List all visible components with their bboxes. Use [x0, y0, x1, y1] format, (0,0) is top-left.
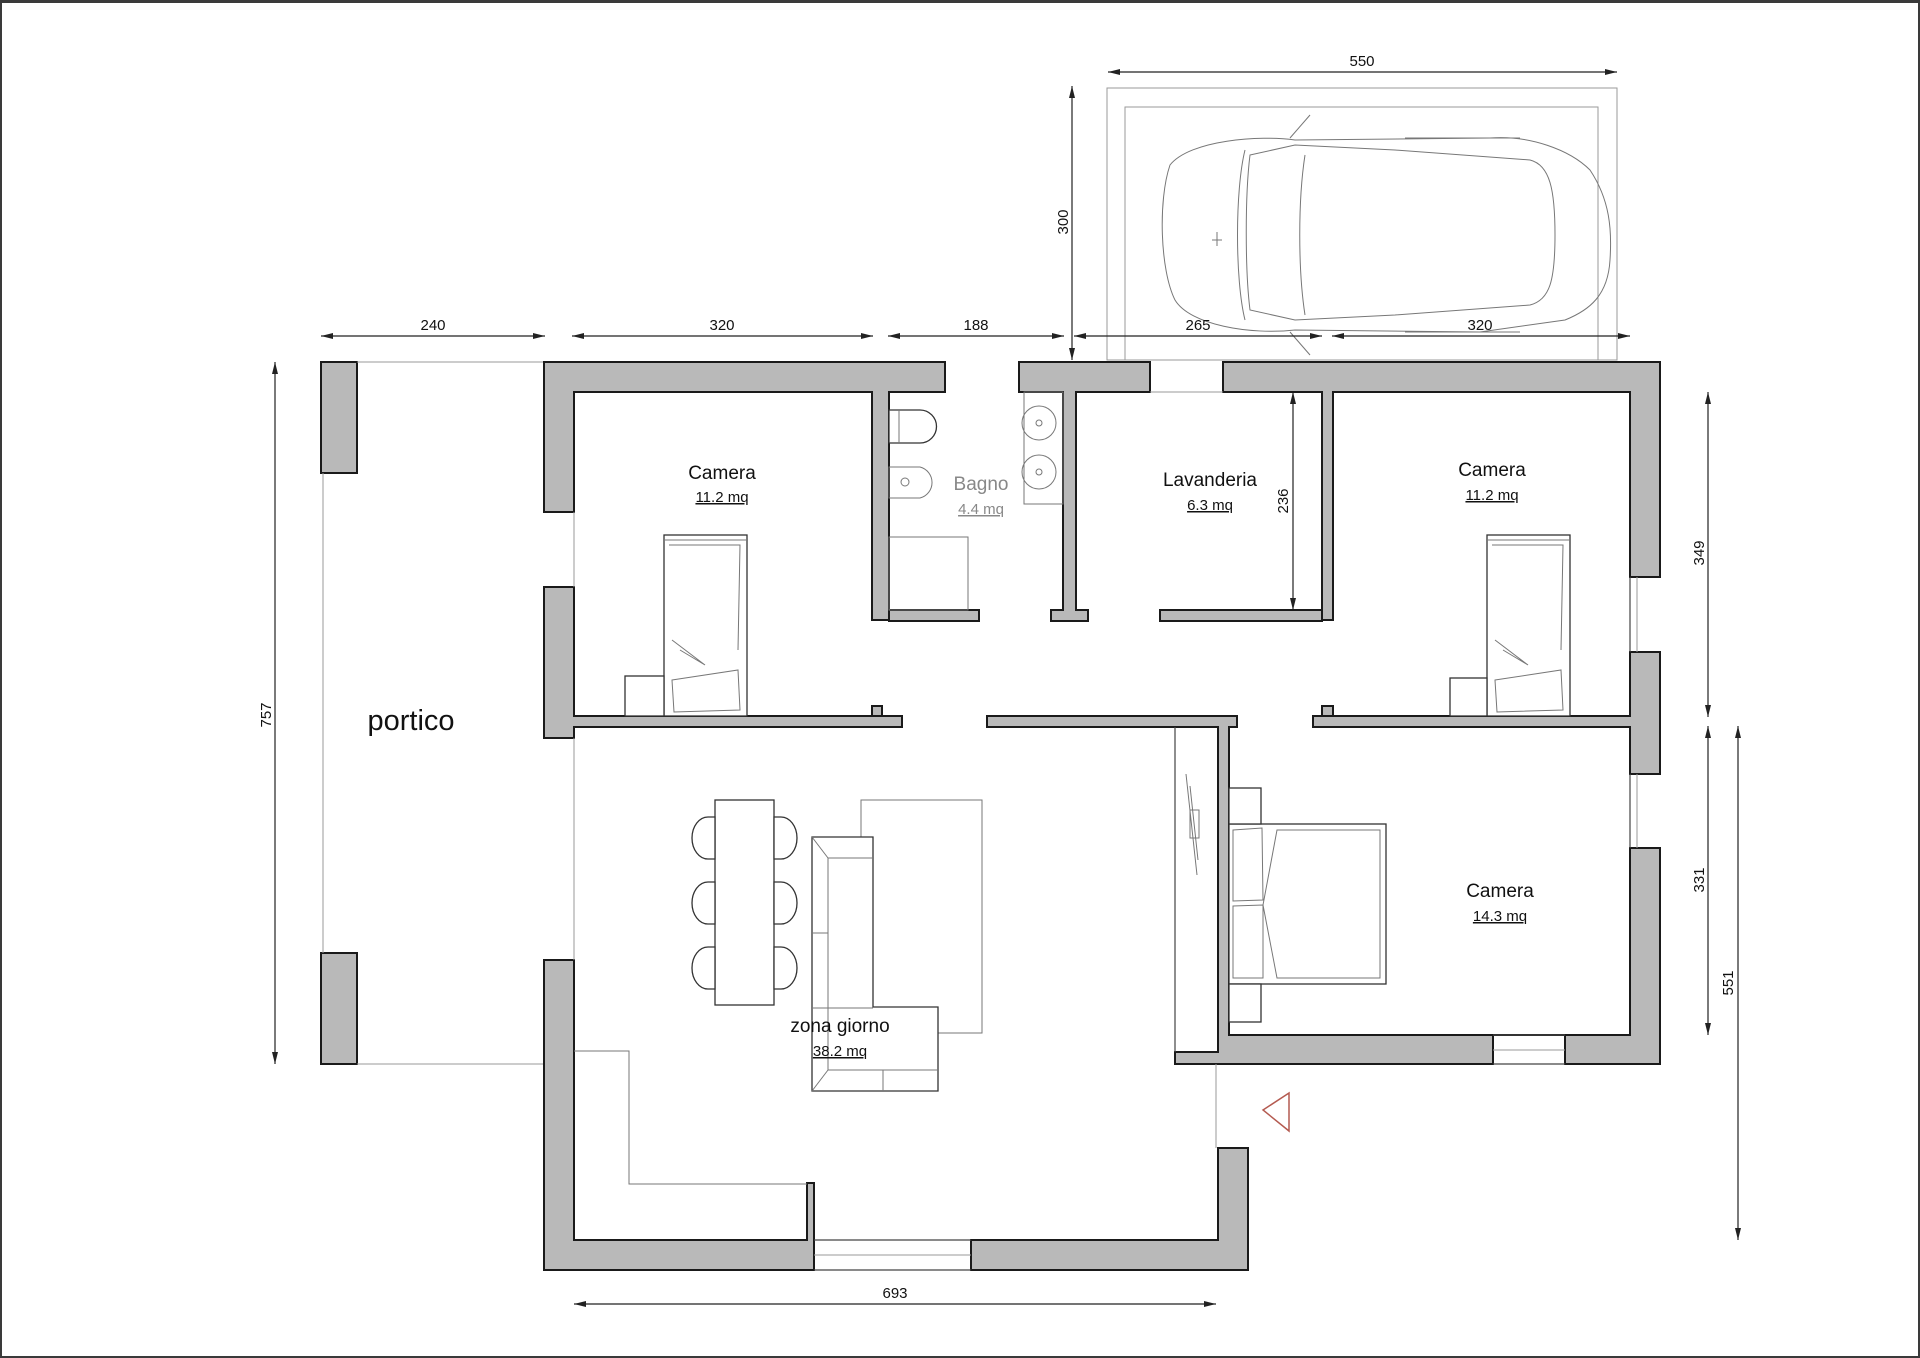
area-bagno: 4.4 mq: [958, 501, 1004, 518]
garage-area: [1106, 87, 1618, 361]
portico-area: [320, 361, 545, 1065]
dimension-right: 349 331 551: [1691, 392, 1741, 1240]
dining-table-icon: [691, 799, 798, 1006]
svg-text:188: 188: [963, 317, 988, 334]
svg-text:693: 693: [882, 1285, 907, 1302]
area-zona-giorno: 38.2 mq: [813, 1043, 867, 1060]
entrance-icon: [1261, 1091, 1290, 1133]
single-bed-icon-left: [624, 534, 748, 717]
dimension-garage-depth: 300: [1055, 86, 1075, 360]
dimension-bottom-living: 693: [574, 1285, 1216, 1307]
portico-pillar-bottom: [320, 952, 358, 1065]
area-camera-top-left: 11.2 mq: [695, 489, 748, 506]
area-camera-top-right: 11.2 mq: [1465, 487, 1518, 504]
label-zona-giorno: zona giorno: [790, 1016, 889, 1037]
svg-text:331: 331: [1691, 867, 1708, 892]
shower-icon: [888, 536, 969, 611]
dimension-garage-width: 550: [1108, 53, 1617, 75]
area-camera-bottom-right: 14.3 mq: [1473, 908, 1527, 925]
dimension-lavanderia-depth: 236: [1275, 392, 1296, 610]
dimension-top-row: 240 320 188 265 320: [321, 317, 1630, 339]
svg-text:757: 757: [258, 702, 275, 727]
label-camera-top-right: Camera: [1458, 460, 1526, 481]
svg-text:265: 265: [1185, 317, 1210, 334]
label-portico: portico: [367, 705, 454, 737]
portico-pillar-top: [320, 361, 358, 474]
kitchen-counter: [574, 1050, 807, 1185]
label-camera-bottom-right: Camera: [1466, 881, 1534, 902]
svg-text:550: 550: [1349, 53, 1374, 70]
svg-text:240: 240: [420, 317, 445, 334]
label-camera-top-left: Camera: [688, 463, 756, 484]
area-lavanderia: 6.3 mq: [1187, 497, 1233, 514]
toilet-icon: [888, 409, 938, 444]
svg-text:551: 551: [1720, 970, 1737, 995]
label-bagno: Bagno: [954, 474, 1009, 495]
room-labels: portico Camera 11.2 mq Bagno 4.4 mq Lava…: [367, 460, 1534, 1060]
svg-text:320: 320: [709, 317, 734, 334]
windows: [573, 391, 1638, 1271]
car-icon: [1161, 114, 1612, 356]
bidet-icon: [888, 466, 933, 499]
svg-text:349: 349: [1691, 540, 1708, 565]
wardrobe-icon: [1174, 727, 1200, 1052]
svg-text:236: 236: [1275, 488, 1292, 513]
dimension-left-total: 757: [258, 362, 278, 1064]
walls: [543, 361, 1661, 1271]
single-bed-icon-right: [1449, 534, 1571, 717]
sofa-icon: [811, 799, 983, 1092]
double-bed-icon: [1228, 787, 1387, 1023]
double-sink-icon: [1023, 391, 1064, 505]
svg-text:300: 300: [1055, 209, 1072, 234]
svg-text:320: 320: [1467, 317, 1492, 334]
label-lavanderia: Lavanderia: [1163, 470, 1257, 491]
bathroom-fixtures: [888, 391, 1064, 611]
